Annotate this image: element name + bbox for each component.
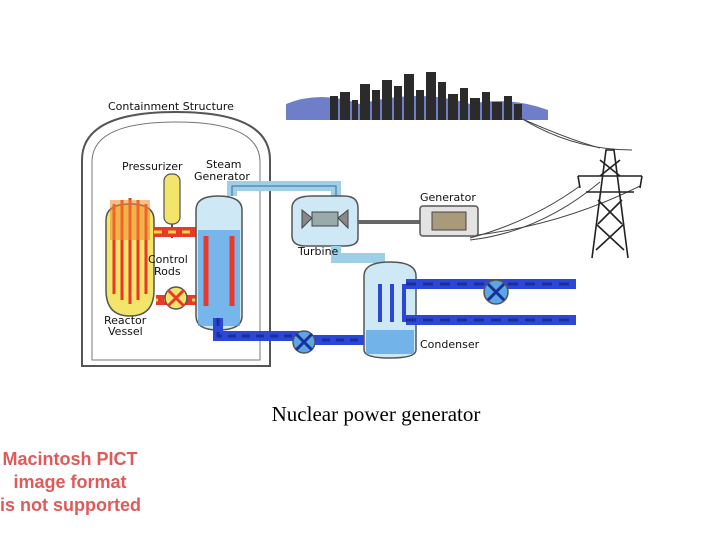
pict-warning-line3: is not supported (0, 495, 141, 515)
city-skyline (286, 72, 548, 120)
transmission-tower (577, 149, 643, 259)
condenser-label: Condenser (420, 338, 480, 351)
generator-label: Generator (420, 191, 476, 204)
turbine (291, 195, 359, 247)
steam-generator-label-line1: Steam (206, 158, 242, 171)
pressurizer (163, 173, 181, 225)
containment-structure-label: Containment Structure (108, 100, 234, 113)
turbine-label: Turbine (297, 245, 339, 258)
steam-generator (195, 195, 243, 331)
electric-generator (419, 205, 479, 237)
control-rods-label-line2: Rods (154, 265, 181, 278)
pict-unsupported-notice: Macintosh PICT image format is not suppo… (0, 448, 141, 517)
control-rods-label-line1: Control (148, 253, 188, 266)
pict-warning-line2: image format (13, 472, 127, 492)
reactor-vessel-label-line2: Vessel (108, 325, 143, 338)
cooling-pump (483, 279, 509, 305)
steam-generator-label-line2: Generator (194, 170, 250, 183)
reactor-vessel-label-line1: Reactor (104, 314, 147, 327)
condenser (363, 261, 417, 359)
pict-warning-line1: Macintosh PICT (2, 449, 138, 469)
feedwater-pump (292, 330, 316, 354)
transmission-line (469, 117, 641, 241)
reactor-vessel (105, 198, 155, 317)
figure-caption: Nuclear power generator (271, 402, 481, 426)
pressurizer-label: Pressurizer (122, 160, 183, 173)
primary-pump (164, 286, 188, 310)
